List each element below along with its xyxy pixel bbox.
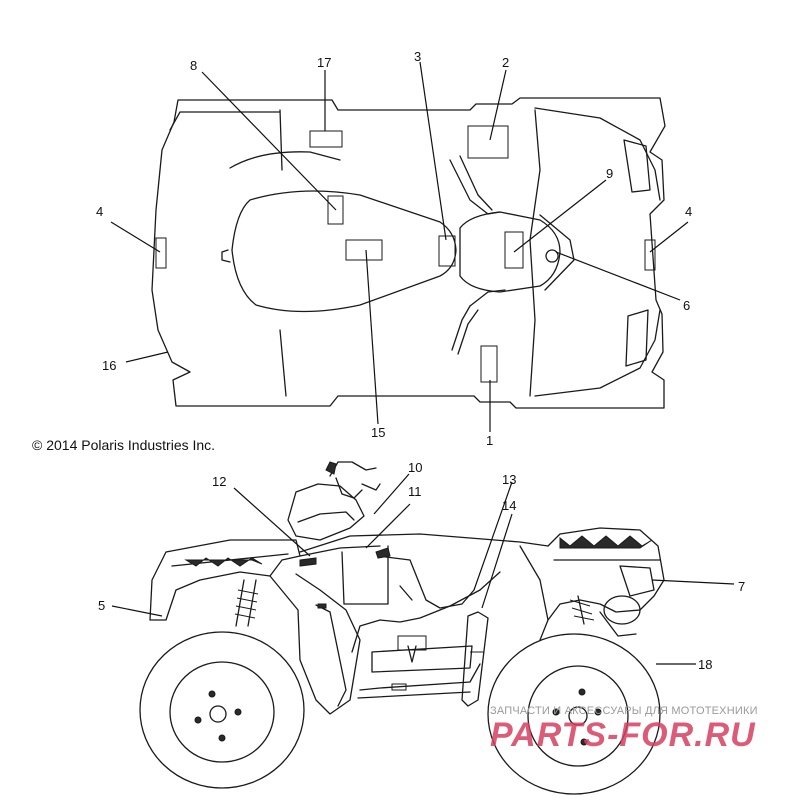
watermark-tagline: ЗАПЧАСТИ И АКСЕССУАРЫ ДЛЯ МОТОТЕХНИКИ bbox=[490, 705, 758, 717]
callout-13: 13 bbox=[502, 472, 516, 487]
callout-10: 10 bbox=[408, 460, 422, 475]
callout-11: 11 bbox=[408, 484, 422, 499]
copyright-notice: © 2014 Polaris Industries Inc. bbox=[32, 437, 216, 453]
callout-1: 1 bbox=[486, 433, 493, 448]
callout-9: 9 bbox=[606, 166, 613, 181]
callout-16: 16 bbox=[102, 358, 116, 373]
callout-15: 15 bbox=[371, 425, 385, 440]
atv-top-view bbox=[151, 97, 666, 409]
callout-8: 8 bbox=[190, 58, 197, 73]
callout-2: 2 bbox=[502, 55, 509, 70]
side-view-leaders bbox=[111, 473, 735, 665]
callout-14: 14 bbox=[502, 498, 516, 513]
callout-12: 12 bbox=[212, 474, 226, 489]
callout-3: 3 bbox=[414, 49, 421, 64]
callout-17: 17 bbox=[317, 55, 331, 70]
watermark-brand: PARTS-FOR.RU bbox=[490, 716, 756, 754]
callout-4-right: 4 bbox=[685, 204, 692, 219]
top-view-leaders bbox=[110, 61, 689, 432]
callout-5: 5 bbox=[98, 598, 105, 613]
atv-side-view bbox=[139, 461, 665, 795]
side-view-labels: 10 11 12 13 14 5 7 18 bbox=[98, 460, 745, 672]
top-view-labels: 17 2 3 8 9 4 4 6 16 15 1 bbox=[96, 49, 692, 448]
callout-18: 18 bbox=[698, 657, 712, 672]
callout-7: 7 bbox=[738, 579, 745, 594]
callout-4-left: 4 bbox=[96, 204, 103, 219]
callout-6: 6 bbox=[683, 298, 690, 313]
